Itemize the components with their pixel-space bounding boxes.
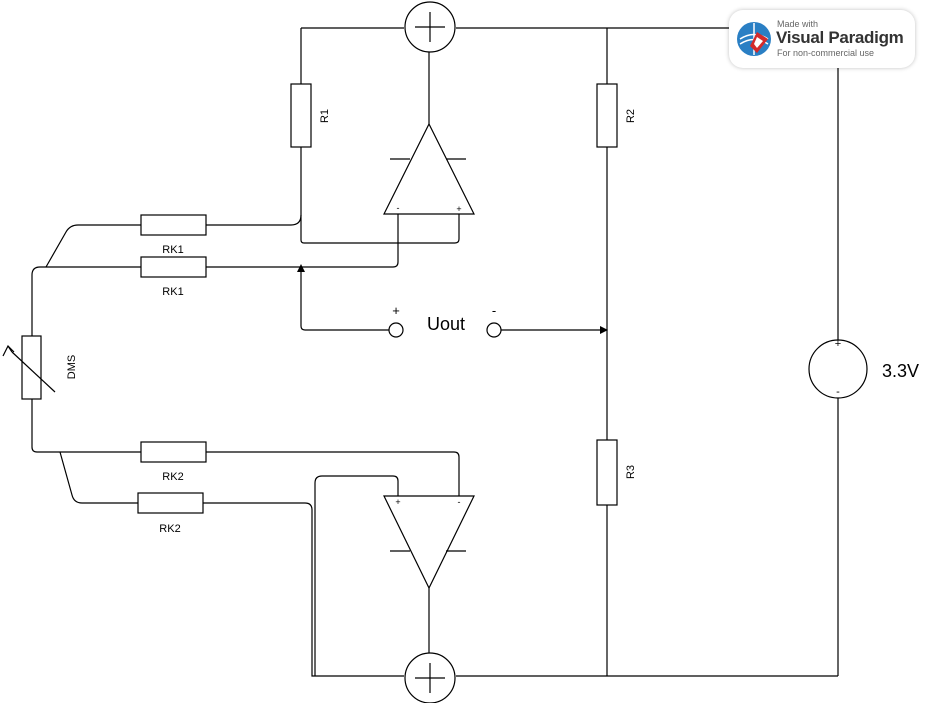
rk2-bottom-label: RK2 — [159, 523, 180, 535]
visual-paradigm-logo-icon — [737, 22, 771, 56]
arrowhead-right — [600, 326, 608, 334]
source-minus-sign: - — [836, 386, 840, 398]
resistor-r2 — [596, 83, 618, 148]
rk2-top-label: RK2 — [162, 471, 183, 483]
license-note: For non-commercial use — [777, 48, 875, 58]
r1-label: R1 — [319, 109, 331, 123]
resistor-rk1-top — [140, 214, 207, 236]
uout-minus-terminal — [486, 322, 502, 338]
rk1-top-label: RK1 — [162, 244, 183, 256]
opamp-bottom: + - — [383, 495, 475, 590]
opamp-top-minus: - — [397, 203, 400, 213]
rk1-bottom-label: RK1 — [162, 286, 183, 298]
r3-label: R3 — [625, 465, 637, 479]
resistor-r1 — [290, 83, 312, 148]
supply-bottom — [404, 652, 456, 703]
voltage-source: + - — [808, 338, 868, 399]
r2-label: R2 — [625, 109, 637, 123]
source-plus-sign: + — [835, 338, 841, 350]
opamp-top: - + — [383, 122, 475, 215]
opamp-bottom-minus: - — [458, 497, 461, 507]
supply-top — [404, 1, 456, 53]
arrowhead-up — [297, 264, 305, 272]
uout-minus-sign: - — [492, 303, 496, 318]
resistor-r3 — [596, 439, 618, 506]
resistor-rk1-bottom — [140, 256, 207, 278]
uout-label: Uout — [427, 314, 465, 334]
opamp-top-plus: + — [456, 204, 461, 214]
uout-plus-terminal — [388, 322, 404, 338]
made-with-text: Made with — [777, 19, 819, 29]
visual-paradigm-watermark: Made with Visual Paradigm For non-commer… — [729, 10, 915, 68]
uout-plus-sign: + — [392, 303, 400, 318]
resistor-rk2-bottom — [137, 492, 204, 514]
brand-name: Visual Paradigm — [776, 28, 904, 47]
dms-label: DMS — [66, 355, 78, 379]
wires — [31, 27, 839, 677]
resistor-rk2-top — [140, 441, 207, 463]
opamp-bottom-plus: + — [395, 497, 400, 507]
strain-gauge-dms — [2, 335, 56, 400]
source-value-label: 3.3V — [882, 361, 919, 381]
